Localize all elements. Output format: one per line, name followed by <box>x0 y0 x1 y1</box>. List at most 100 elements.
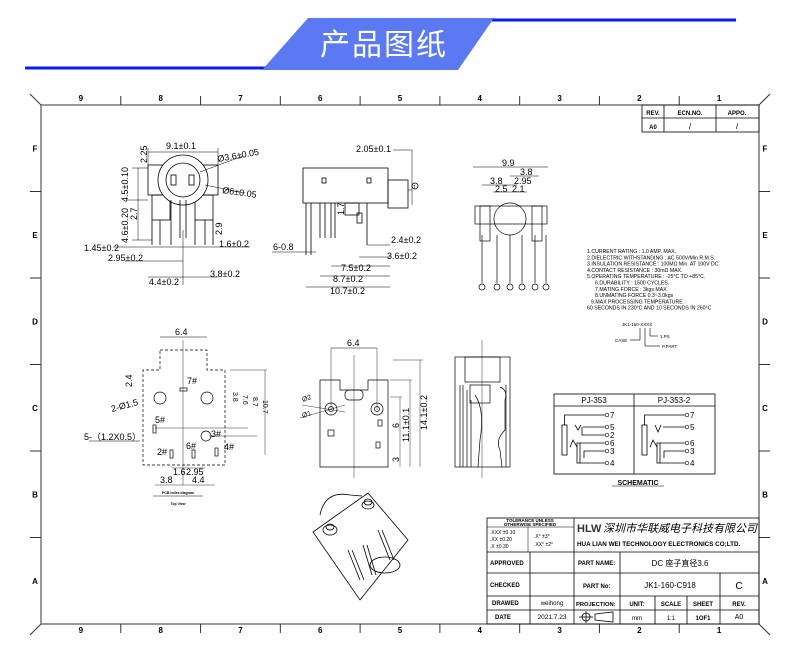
dim-label: 3 <box>391 457 401 462</box>
pcb-layout-dims: 6.4 2.4 2-Ø1.5 5-（1.2X0.5） 3.8 7.6 8.7 1… <box>84 327 268 506</box>
tolerance-value: .XXX ±0.10 <box>490 530 515 536</box>
row-label: E <box>762 231 768 240</box>
dim-label: 6.4 <box>347 338 360 348</box>
dim-label: 4.5±0.10 <box>120 167 130 202</box>
part-code-legend: JK1-160-XXXX 1.PS CASE P.PART <box>615 322 678 349</box>
dim-label: 1.6±0.2 <box>219 239 249 249</box>
appo-header: APPO. <box>728 111 747 117</box>
dim-label: 3.8 <box>520 167 533 177</box>
dim-label: 6.4 <box>175 327 188 337</box>
schematic-pin-label: 7 <box>690 411 695 420</box>
front-view <box>113 148 250 285</box>
dim-label: 9.1±0.1 <box>166 141 196 151</box>
dim-label: 1.45±0.2 <box>84 243 119 253</box>
pcb-layout <box>89 336 267 497</box>
row-label: D <box>32 317 38 326</box>
dim-label: 1.6 <box>173 467 186 477</box>
drawed-label: DRAWED <box>492 601 519 607</box>
row-label: C <box>762 404 768 413</box>
spec-line: 9.MAX PROCESSING TEMPERATURE : <box>591 299 686 305</box>
part-no-value: JK1-160-C918 <box>644 581 696 590</box>
dim-label: 2.1 <box>512 184 525 194</box>
spec-line: 5.OPERATING TEMPERATURE : -25°C TO +85°C… <box>587 274 705 280</box>
row-label: B <box>762 490 768 499</box>
scale-label: SCALE <box>661 602 681 608</box>
approved-label: APPROVED <box>490 561 524 567</box>
row-label: A <box>32 577 38 586</box>
rev-label: REV. <box>732 602 746 608</box>
schematic-pin-terminal <box>684 424 690 430</box>
date-value: 2021.7.23 <box>538 614 567 621</box>
dim-label: 1.7 <box>336 202 346 215</box>
schematic-pin-label: 3 <box>610 447 615 456</box>
schematic-pin-label: 3 <box>690 447 695 456</box>
schematic-pin-terminal <box>604 460 610 466</box>
column-label: 8 <box>158 94 163 103</box>
schematic-pin-label: 4 <box>690 459 695 468</box>
checked-label: CHECKED <box>490 583 520 589</box>
sheet-label: SHEET <box>693 602 713 608</box>
dim-label: 2.7 <box>129 207 139 220</box>
part-code-label: CASE <box>615 338 627 343</box>
dim-label: 2.9 <box>214 222 224 235</box>
spec-line: 2.DIELECTRIC WITHSTANDING : AC 500V/Min … <box>587 255 715 261</box>
dim-label: 7.6 <box>241 395 248 405</box>
column-label: 5 <box>398 94 403 103</box>
schematic-pin-label: 7 <box>610 411 615 420</box>
spec-line: 60 SECONDS IN 230°C AND 10 SECONDS IN 26… <box>587 306 712 312</box>
ecn-value: / <box>689 122 692 131</box>
schematic-pin-label: 2 <box>610 431 615 440</box>
column-label: 4 <box>478 626 483 635</box>
dim-label: 2.4 <box>124 374 134 387</box>
header-title-badge <box>262 18 494 70</box>
date-label: DATE <box>495 615 511 621</box>
bottom-view-dims: 6.4 Ø2 Ø1 6 3 11.1±0.1 14.1±0.2 <box>301 338 429 462</box>
pin-label: 3# <box>211 429 221 439</box>
pcb-caption: PCB holes diagram <box>162 491 194 495</box>
column-label: 3 <box>557 94 562 103</box>
dim-label: 6 <box>391 423 401 428</box>
tolerance-title: TOLERANCE UNLESS <box>506 518 553 523</box>
dim-label: Ø6±0.05 <box>222 185 258 200</box>
company-logo: HLW <box>577 523 602 535</box>
bottom-view <box>299 347 423 478</box>
revision-table: REV. ECN.NO. APPO. A0 / / <box>641 104 760 133</box>
scale-value: 1:1 <box>667 616 676 622</box>
dim-label: 2.05±0.1 <box>356 144 391 154</box>
section-view <box>454 340 511 478</box>
dim-label: 8.7 <box>251 397 258 407</box>
specifications-notes: 1.CURRENT RATING : 1.0 AMP. MAX.2.DIELEC… <box>587 249 720 312</box>
dim-label: Ø2 <box>301 394 312 404</box>
pin-terminal <box>518 283 526 291</box>
part-name-value: DC 座子直径3.6 <box>652 558 709 568</box>
appo-value: / <box>736 122 739 131</box>
pcb-subcaption: Top View <box>170 502 185 506</box>
dim-label: Ø1 <box>301 410 312 420</box>
dim-label: 3.8 <box>160 475 173 485</box>
pin-label: 5# <box>155 415 165 425</box>
ecn-header: ECN.NO. <box>677 111 702 117</box>
company-name-en: HUA LIAN WEI TECHNOLOGY ELECTRONICS CO;L… <box>577 541 740 548</box>
part-no-label: PART No: <box>583 584 611 590</box>
dim-label: 2.95±0.2 <box>108 253 143 263</box>
unit-value: mm <box>632 616 642 622</box>
spec-line: 3.INSULATION RESISTANCE : 100MΩ Min. AT … <box>587 262 720 268</box>
tolerance-value: .X ±0.30 <box>490 544 509 550</box>
rev-value: A0 <box>649 125 657 131</box>
schematic-pin-terminal <box>604 440 610 446</box>
rear-view-dims: 9.9 3.8 3.8 2.95 2.5 2.1 <box>490 158 533 194</box>
pin-label: 2# <box>157 447 167 457</box>
column-label: 2 <box>637 626 642 635</box>
dim-label: 10.7 <box>261 400 268 414</box>
column-label: 3 <box>557 626 562 635</box>
header-banner <box>25 18 736 70</box>
dim-label: 10.7±0.2 <box>330 286 365 296</box>
column-label: 5 <box>398 626 403 635</box>
rear-view-pins <box>478 235 550 291</box>
schematic-pin-label: 5 <box>610 423 615 432</box>
schematic-pin-terminal <box>604 424 610 430</box>
title-block <box>486 517 760 625</box>
schematic-pin-label: 6 <box>690 439 695 448</box>
